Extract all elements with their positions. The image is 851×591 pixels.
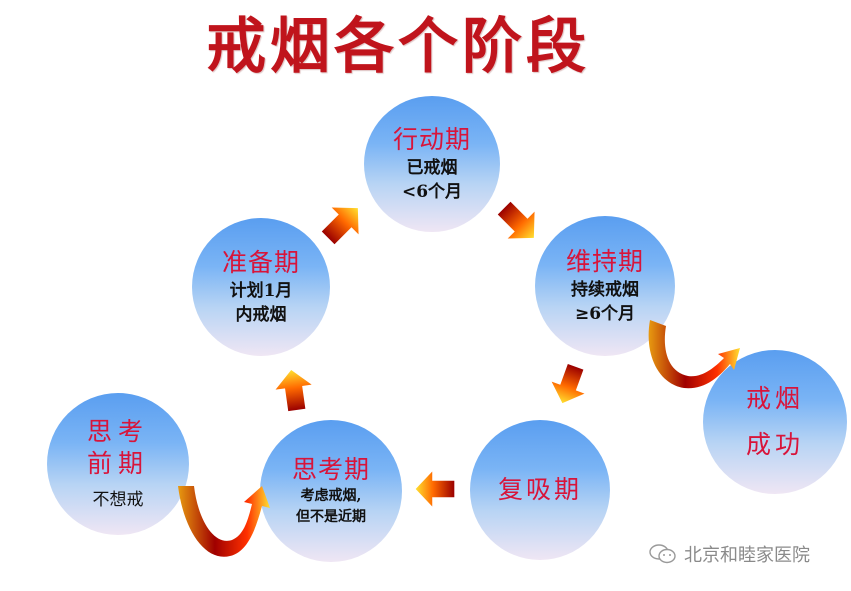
stage-success-title-1: 戒烟 [745,384,804,413]
arrow-down-right-icon [497,201,535,239]
stage-precontemplation-title-1: 思考 [86,417,149,446]
stage-maintenance-desc-1: 持续戒烟 [571,280,639,300]
stage-contemplation-title: 思考期 [291,455,370,484]
stage-action-desc-1: 已戒烟 [406,158,458,178]
stage-contemplation-desc-2: 但不是近期 [296,509,366,525]
stage-maintenance-desc-2: ≥6个月 [574,304,636,324]
curved-arrow-success-icon [648,320,740,389]
arrow-down-left-icon [551,364,585,404]
wechat-icon [649,544,676,564]
stage-maintenance-title: 维持期 [565,247,644,276]
stage-success-title-2: 成功 [745,430,804,459]
stage-preparation-desc-1: 计划1月 [229,281,293,301]
stage-relapse: 复吸期 [470,420,610,560]
stage-precontemplation-desc: 不想戒 [92,490,144,510]
stage-action-desc-2: <6个月 [401,182,463,202]
curved-arrow-icon [178,486,270,557]
arrow-left-icon [415,471,455,507]
stage-preparation-desc-2: 内戒烟 [235,305,287,325]
stage-precontemplation: 思考 前期 不想戒 [47,393,189,535]
stage-relapse-title: 复吸期 [497,475,582,504]
stage-maintenance: 维持期 持续戒烟 ≥6个月 [535,216,675,356]
arrow-up-icon [275,370,312,412]
watermark-text: 北京和睦家医院 [684,545,810,566]
stage-success: 戒烟 成功 [703,350,847,494]
stage-contemplation: 思考期 考虑戒烟, 但不是近期 [260,420,402,562]
stage-action-title: 行动期 [392,125,471,154]
stage-preparation: 准备期 计划1月 内戒烟 [192,218,330,356]
watermark: 北京和睦家医院 [648,541,810,567]
stage-action: 行动期 已戒烟 <6个月 [364,96,500,232]
stage-contemplation-desc-1: 考虑戒烟, [300,488,362,504]
stage-precontemplation-title-2: 前期 [86,449,149,478]
arrow-up-right-icon [321,207,359,245]
stage-preparation-title: 准备期 [221,248,300,277]
page-title: 戒烟各个阶段 [206,12,590,82]
